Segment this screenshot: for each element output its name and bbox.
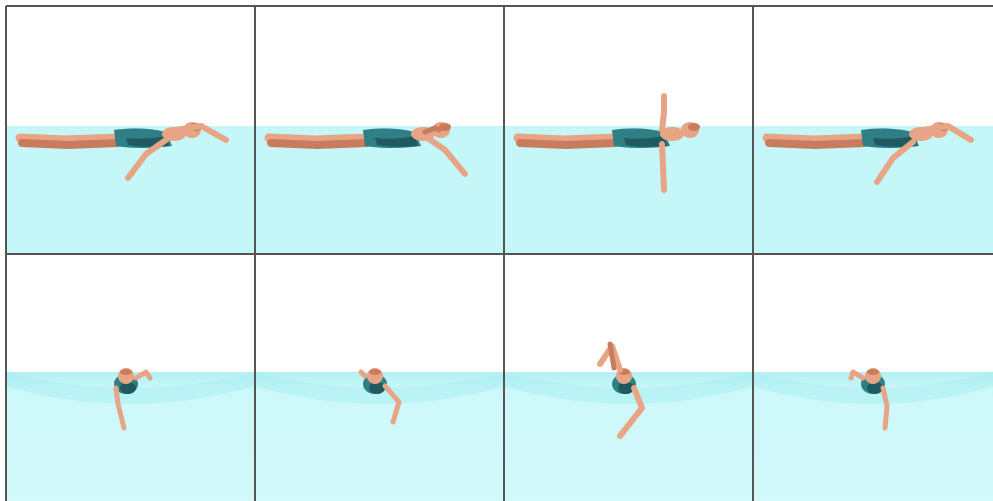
- arm-shape: [662, 96, 664, 130]
- arm-shape: [425, 128, 439, 132]
- arm-shape: [662, 144, 664, 190]
- leg-shape: [271, 143, 367, 145]
- panel-side-view-glide-left-arm-pull: [6, 6, 255, 254]
- panel-front-view-arm-pull-down: [753, 254, 993, 501]
- swimsuit-shade: [369, 382, 385, 394]
- panel-side-view-arm-vertical-recovery: [504, 6, 753, 254]
- hair-shape: [867, 369, 879, 375]
- panel-side-view-glide-right-arm-pull: [753, 6, 993, 254]
- hair-shape: [688, 123, 700, 131]
- arm-shape: [361, 372, 365, 376]
- panel-front-view-arm-under-water: [6, 254, 255, 501]
- panel-front-view-arm-out-of-water: [504, 254, 753, 501]
- hair-shape: [369, 369, 381, 375]
- swimsuit-shade: [120, 382, 136, 394]
- leg-shape: [769, 143, 865, 145]
- leg-shape: [22, 143, 118, 145]
- leg-shape: [520, 143, 616, 145]
- panel-side-view-arm-recovery-start: [255, 6, 504, 254]
- panel-front-view-arm-pull-bent: [255, 254, 504, 501]
- hair-shape: [120, 369, 132, 375]
